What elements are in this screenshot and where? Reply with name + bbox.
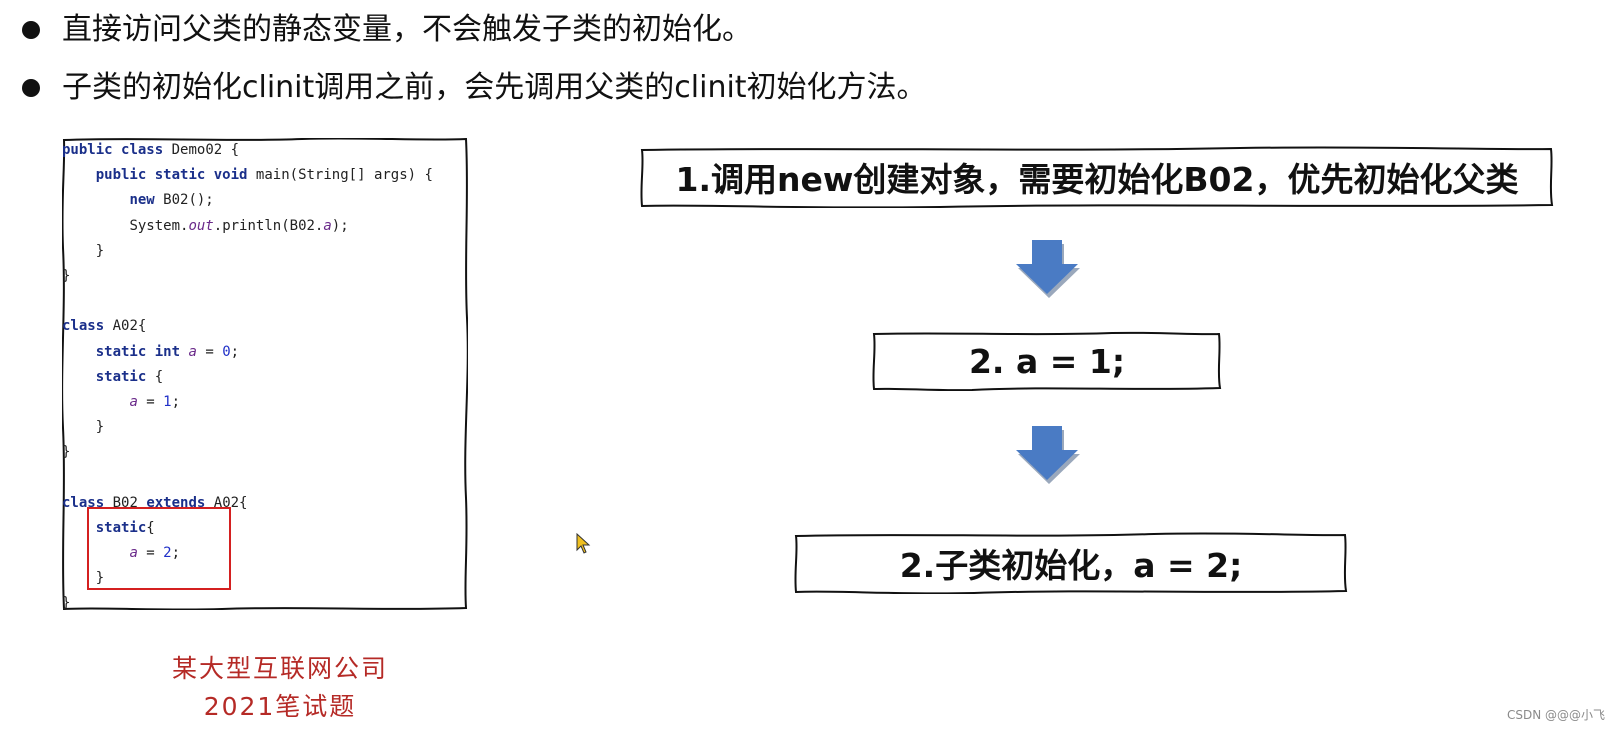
bullet-point-1: 直接访问父类的静态变量，不会触发子类的初始化。	[18, 10, 752, 50]
arrow-down-icon	[1016, 426, 1080, 484]
code-line	[62, 465, 433, 490]
flow-step-3-text: 2.子类初始化，a = 2;	[899, 546, 1243, 585]
code-line: public class Demo02 {	[62, 142, 240, 158]
flow-box-border	[872, 331, 1222, 391]
caption: 某大型互联网公司 2021笔试题	[130, 650, 430, 726]
arrow-down-icon	[1016, 240, 1080, 298]
highlight-box	[87, 507, 231, 590]
code-listing: public class Demo02 { public static void…	[62, 138, 433, 617]
caption-line-2: 2021笔试题	[203, 692, 357, 721]
code-line: class B02 extends A02{	[62, 494, 248, 511]
watermark: CSDN @@@小飞	[1506, 708, 1605, 722]
bullet-dot-icon	[22, 21, 40, 39]
code-line: }	[62, 267, 71, 284]
code-line: public static void main(String[] args) {	[95, 167, 433, 184]
bullet-text-2: 子类的初始化clinit调用之前，会先调用父类的clinit初始化方法。	[62, 70, 927, 105]
code-panel: public class Demo02 { public static void…	[62, 138, 468, 611]
code-line: }	[62, 419, 105, 436]
flow-step-2-text: 2. a = 1;	[968, 341, 1126, 381]
code-line: a = 1;	[129, 393, 181, 410]
flow-box-border	[794, 532, 1348, 594]
code-line: static {	[95, 368, 164, 385]
bullet-dot-icon	[22, 79, 40, 97]
code-line	[62, 289, 433, 314]
flow-box-border	[640, 146, 1554, 208]
caption-line-1: 某大型互联网公司	[171, 654, 388, 683]
code-line: }	[62, 570, 105, 587]
flow-step-1-text: 1.调用new创建对象，需要初始化B02，优先初始化父类	[675, 160, 1519, 199]
code-line: static{	[95, 519, 155, 536]
code-line: System.out.println(B02.a);	[129, 217, 349, 234]
flow-step-1: 1.调用new创建对象，需要初始化B02，优先初始化父类	[640, 146, 1554, 208]
code-frame-border	[62, 138, 468, 610]
mouse-cursor-icon	[576, 533, 591, 554]
code-line: }	[62, 595, 71, 612]
code-line: a = 2;	[129, 545, 181, 561]
bullet-text-1: 直接访问父类的静态变量，不会触发子类的初始化。	[62, 12, 752, 47]
code-line: }	[62, 242, 105, 259]
code-line: new B02();	[129, 192, 214, 209]
code-line: static int a = 0;	[95, 343, 240, 360]
code-line: }	[62, 444, 71, 461]
code-line: class A02{	[62, 318, 147, 335]
flow-step-3: 2.子类初始化，a = 2;	[794, 532, 1348, 594]
flow-step-2: 2. a = 1;	[872, 331, 1222, 391]
bullet-point-2: 子类的初始化clinit调用之前，会先调用父类的clinit初始化方法。	[18, 68, 927, 108]
